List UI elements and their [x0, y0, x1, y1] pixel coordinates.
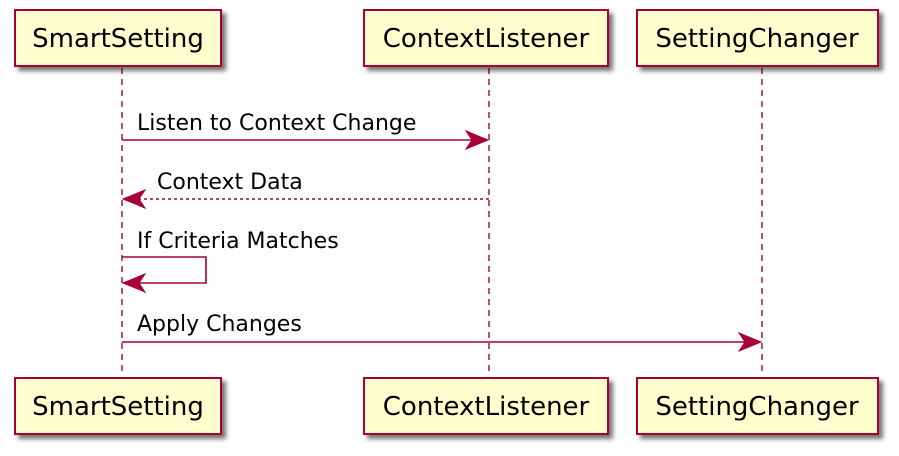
participant-label: ContextListener: [383, 24, 590, 54]
arrowhead-right-icon: [464, 129, 490, 151]
arrowhead-left-icon: [121, 272, 147, 294]
participant-label: SmartSetting: [32, 24, 204, 54]
message-label: Apply Changes: [137, 312, 302, 337]
message-if-criteria-matches: If Criteria Matches: [121, 229, 339, 294]
participant-label: SmartSetting: [32, 392, 204, 422]
participant-label: SettingChanger: [655, 24, 859, 54]
participants-bottom: SmartSetting ContextListener SettingChan…: [14, 377, 879, 435]
message-apply-changes: Apply Changes: [122, 312, 763, 353]
message-self-loop-line: [122, 256, 207, 284]
message-context-data: Context Data: [121, 170, 489, 210]
arrowhead-left-icon: [121, 188, 147, 210]
message-label: If Criteria Matches: [137, 229, 339, 254]
participant-smartsetting-top: SmartSetting: [14, 9, 222, 67]
message-listen-to-context-change: Listen to Context Change: [122, 111, 490, 151]
participants-top: SmartSetting ContextListener SettingChan…: [14, 9, 879, 67]
participant-smartsetting-bottom: SmartSetting: [14, 377, 222, 435]
participant-contextlistener-top: ContextListener: [363, 9, 609, 67]
participant-contextlistener-bottom: ContextListener: [363, 377, 609, 435]
message-label: Context Data: [157, 170, 303, 195]
participant-label: ContextListener: [383, 392, 590, 422]
lifelines: [121, 68, 763, 376]
participant-settingchanger-bottom: SettingChanger: [636, 377, 879, 435]
participant-settingchanger-top: SettingChanger: [636, 9, 879, 67]
arrowhead-right-icon: [737, 331, 763, 353]
messages: Listen to Context Change Context Data If…: [121, 111, 763, 353]
participant-label: SettingChanger: [655, 392, 859, 422]
message-label: Listen to Context Change: [137, 111, 416, 136]
